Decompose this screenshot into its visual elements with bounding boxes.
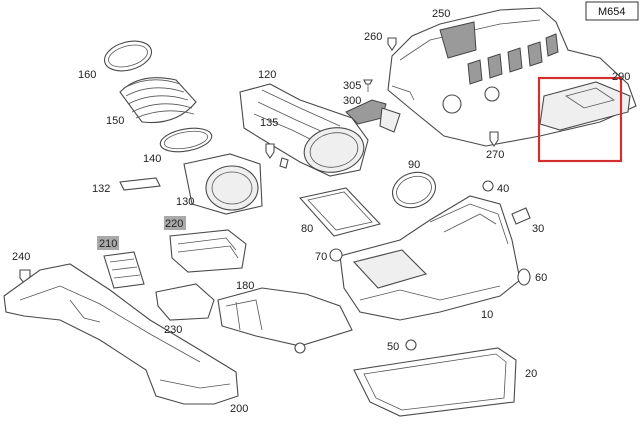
part-140-ring[interactable] — [158, 125, 213, 156]
part-120-air-duct[interactable] — [239, 83, 369, 177]
part-135-clip[interactable] — [265, 143, 289, 169]
part-180-intake-duct[interactable] — [217, 287, 353, 354]
part-30-sensor[interactable] — [511, 207, 531, 225]
part-132-label-plate[interactable] — [119, 177, 161, 191]
label-300: 300 — [343, 95, 361, 107]
label-290: 290 — [612, 71, 630, 83]
part-90-ring[interactable] — [388, 167, 441, 214]
label-260: 260 — [364, 31, 382, 43]
label-130: 130 — [176, 196, 194, 208]
label-80: 80 — [301, 223, 313, 235]
part-150-intake-hose[interactable] — [119, 77, 197, 124]
part-60-grommet[interactable] — [517, 268, 531, 286]
label-210: 210 — [99, 238, 117, 250]
label-200: 200 — [230, 403, 248, 415]
label-40: 40 — [497, 183, 509, 195]
diagram-code-box: M654 — [585, 1, 639, 21]
part-80-gasket[interactable] — [298, 187, 382, 237]
label-50: 50 — [387, 341, 399, 353]
diagram-code: M654 — [598, 6, 626, 18]
label-90: 90 — [408, 159, 420, 171]
label-150: 150 — [106, 115, 124, 127]
label-135: 135 — [260, 117, 278, 129]
highlight-frame-290 — [537, 76, 623, 163]
label-140: 140 — [143, 153, 161, 165]
label-120: 120 — [258, 69, 276, 81]
part-230-clamp[interactable] — [155, 283, 215, 321]
part-160-ring[interactable] — [101, 36, 155, 75]
label-180: 180 — [236, 280, 254, 292]
part-70-grommet[interactable] — [329, 248, 343, 262]
part-40-grommet[interactable] — [482, 180, 494, 192]
part-50-grommet[interactable] — [405, 339, 417, 351]
label-270: 270 — [486, 149, 504, 161]
label-30: 30 — [532, 223, 544, 235]
label-60: 60 — [535, 272, 547, 284]
part-260-bolt[interactable] — [387, 37, 397, 51]
label-250: 250 — [432, 8, 450, 20]
label-70: 70 — [315, 251, 327, 263]
label-20: 20 — [525, 368, 537, 380]
part-200-front-panel[interactable] — [3, 263, 239, 405]
part-130-filter-housing[interactable] — [183, 153, 263, 215]
part-210-grille[interactable] — [103, 251, 145, 289]
label-230: 230 — [164, 324, 182, 336]
part-220-duct[interactable] — [169, 229, 247, 273]
part-20-air-filter-element[interactable] — [353, 347, 517, 417]
label-132: 132 — [92, 183, 110, 195]
label-220: 220 — [165, 218, 183, 230]
part-270-bolt[interactable] — [489, 131, 499, 147]
part-10-air-filter-housing[interactable] — [339, 195, 521, 321]
label-10: 10 — [481, 309, 493, 321]
label-160: 160 — [78, 69, 96, 81]
part-305-screw[interactable] — [363, 79, 373, 92]
label-220-box — [164, 216, 186, 230]
labels: 250 260 290 270 305 300 160 120 150 140 … — [12, 8, 630, 415]
label-240: 240 — [12, 251, 30, 263]
label-210-box — [97, 236, 119, 250]
part-300-bracket[interactable] — [345, 99, 401, 133]
label-305: 305 — [343, 80, 361, 92]
